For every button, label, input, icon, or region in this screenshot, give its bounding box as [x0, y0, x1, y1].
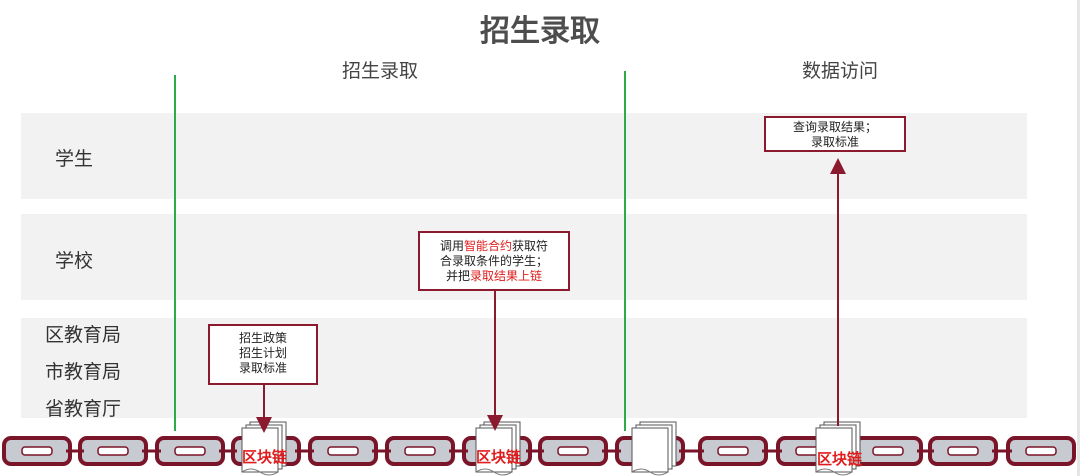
phase-divider-right	[624, 71, 626, 431]
box-text: 并把	[445, 269, 470, 283]
chain-link-hole	[327, 446, 359, 456]
chain-link-hole	[557, 446, 589, 456]
block-document-curl	[815, 468, 853, 476]
blockchain-label-3: 区块链	[817, 450, 863, 468]
block-document-curl	[631, 468, 669, 476]
chain-link-hole	[97, 446, 129, 456]
box-text: 调用	[439, 239, 464, 253]
diagram-title: 招生录取	[480, 14, 600, 49]
box-line: 录取标准	[238, 361, 287, 375]
box-line: 查询录取结果；	[792, 120, 877, 134]
box-line: 合录取条件的学生；	[439, 254, 548, 268]
blockchain-blocks	[241, 421, 861, 476]
box-text: 获取符	[512, 239, 549, 253]
box-line: 招生计划	[238, 346, 287, 360]
chain-link-hole	[1025, 446, 1057, 456]
phase-label-admission: 招生录取	[341, 60, 418, 82]
chain-link-hole	[947, 446, 979, 456]
chain-link-hole	[872, 446, 904, 456]
blockchain-chain	[2, 436, 1076, 466]
lane-label-student: 学生	[55, 148, 94, 170]
block-document-page	[631, 427, 669, 473]
lane-label-city-bureau: 市教育局	[45, 361, 122, 383]
box-line: 招生政策	[238, 331, 287, 345]
highlight-smart-contract: 智能合约	[463, 239, 512, 253]
phase-divider-left	[174, 75, 176, 431]
lane-label-province-bureau: 省教育厅	[45, 398, 122, 420]
chain-link-hole	[404, 446, 436, 456]
block-document-page	[815, 427, 853, 473]
blockchain-label-1: 区块链	[242, 448, 288, 466]
phase-label-data-access: 数据访问	[801, 60, 878, 82]
box-line: 录取标准	[810, 135, 859, 149]
lane-education-bureau	[21, 318, 1027, 418]
lane-label-school: 学校	[55, 250, 94, 272]
chain-link-hole	[717, 446, 749, 456]
block-document-curl	[475, 468, 513, 476]
right-edge-line	[1077, 0, 1080, 476]
block-document-page	[241, 427, 279, 473]
box-admission-policy: 招生政策 招生计划 录取标准	[208, 324, 318, 385]
blockchain-label-2: 区块链	[476, 448, 522, 466]
block-document-curl	[241, 468, 279, 476]
box-school-smart-contract: 调用智能合约获取符 合录取条件的学生； 并把录取结果上链	[418, 231, 570, 291]
box-query-results: 查询录取结果； 录取标准	[764, 116, 906, 152]
chain-link-hole	[21, 446, 53, 456]
chain-link-hole	[174, 446, 206, 456]
lane-label-district-bureau: 区教育局	[45, 324, 122, 346]
highlight-result-on-chain: 录取结果上链	[470, 269, 543, 283]
